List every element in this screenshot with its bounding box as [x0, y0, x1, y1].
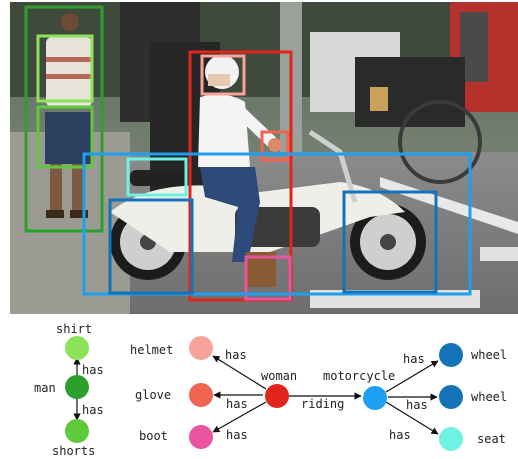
node-label-wheel-1: wheel: [471, 348, 507, 362]
edge-label-woman-boot: has: [226, 428, 248, 442]
edge-label-woman-glove: has: [226, 397, 248, 411]
node-label-woman: woman: [261, 369, 297, 383]
node-shirt: [65, 336, 89, 360]
node-label-motorcycle: motorcycle: [323, 369, 395, 383]
node-helmet: [189, 336, 213, 360]
node-label-man: man: [34, 381, 56, 395]
bbox-seat: [126, 157, 188, 197]
node-motorcycle: [363, 386, 387, 410]
street-photo: [10, 2, 518, 314]
edge-label-motorcycle-wheel-2: has: [406, 398, 428, 412]
edge-label-woman-motorcycle: riding: [301, 397, 344, 411]
node-woman: [265, 384, 289, 408]
bbox-man: [24, 5, 104, 233]
node-boot: [189, 425, 213, 449]
bbox-motorcycle: [82, 152, 472, 296]
edge-woman-boot: [212, 401, 267, 433]
edge-motorcycle-seat: [385, 401, 439, 435]
edge-label-man-shorts: has: [82, 403, 104, 417]
edge-woman-helmet: [212, 355, 267, 390]
node-wheel-1: [439, 343, 463, 367]
node-label-wheel-2: wheel: [471, 390, 507, 404]
bbox-shirt: [36, 34, 94, 103]
node-label-helmet: helmet: [130, 343, 173, 357]
node-label-boot: boot: [139, 429, 168, 443]
bbox-shorts: [36, 105, 94, 169]
bbox-woman: [188, 50, 293, 302]
node-wheel-2: [439, 385, 463, 409]
scene-graph: has has shirt man shorts has has has rid…: [34, 322, 507, 458]
node-label-glove: glove: [135, 388, 171, 402]
edge-label-motorcycle-wheel-1: has: [403, 352, 425, 366]
edge-label-woman-helmet: has: [225, 348, 247, 362]
node-glove: [189, 383, 213, 407]
node-label-seat: seat: [477, 432, 506, 446]
bbox-helmet: [200, 54, 246, 96]
bbox-wheel-back: [342, 190, 438, 294]
node-seat: [439, 427, 463, 451]
node-label-shirt: shirt: [56, 322, 92, 336]
edge-label-man-shirt: has: [82, 363, 104, 377]
bbox-glove: [260, 130, 290, 162]
bbox-boot: [244, 255, 292, 301]
node-label-shorts: shorts: [52, 444, 95, 458]
edge-label-motorcycle-seat: has: [389, 428, 411, 442]
node-shorts: [65, 419, 89, 443]
node-man: [65, 375, 89, 399]
edge-motorcycle-wheel-1: [385, 360, 439, 393]
bounding-boxes: [24, 5, 472, 302]
bbox-wheel-front: [108, 198, 194, 295]
